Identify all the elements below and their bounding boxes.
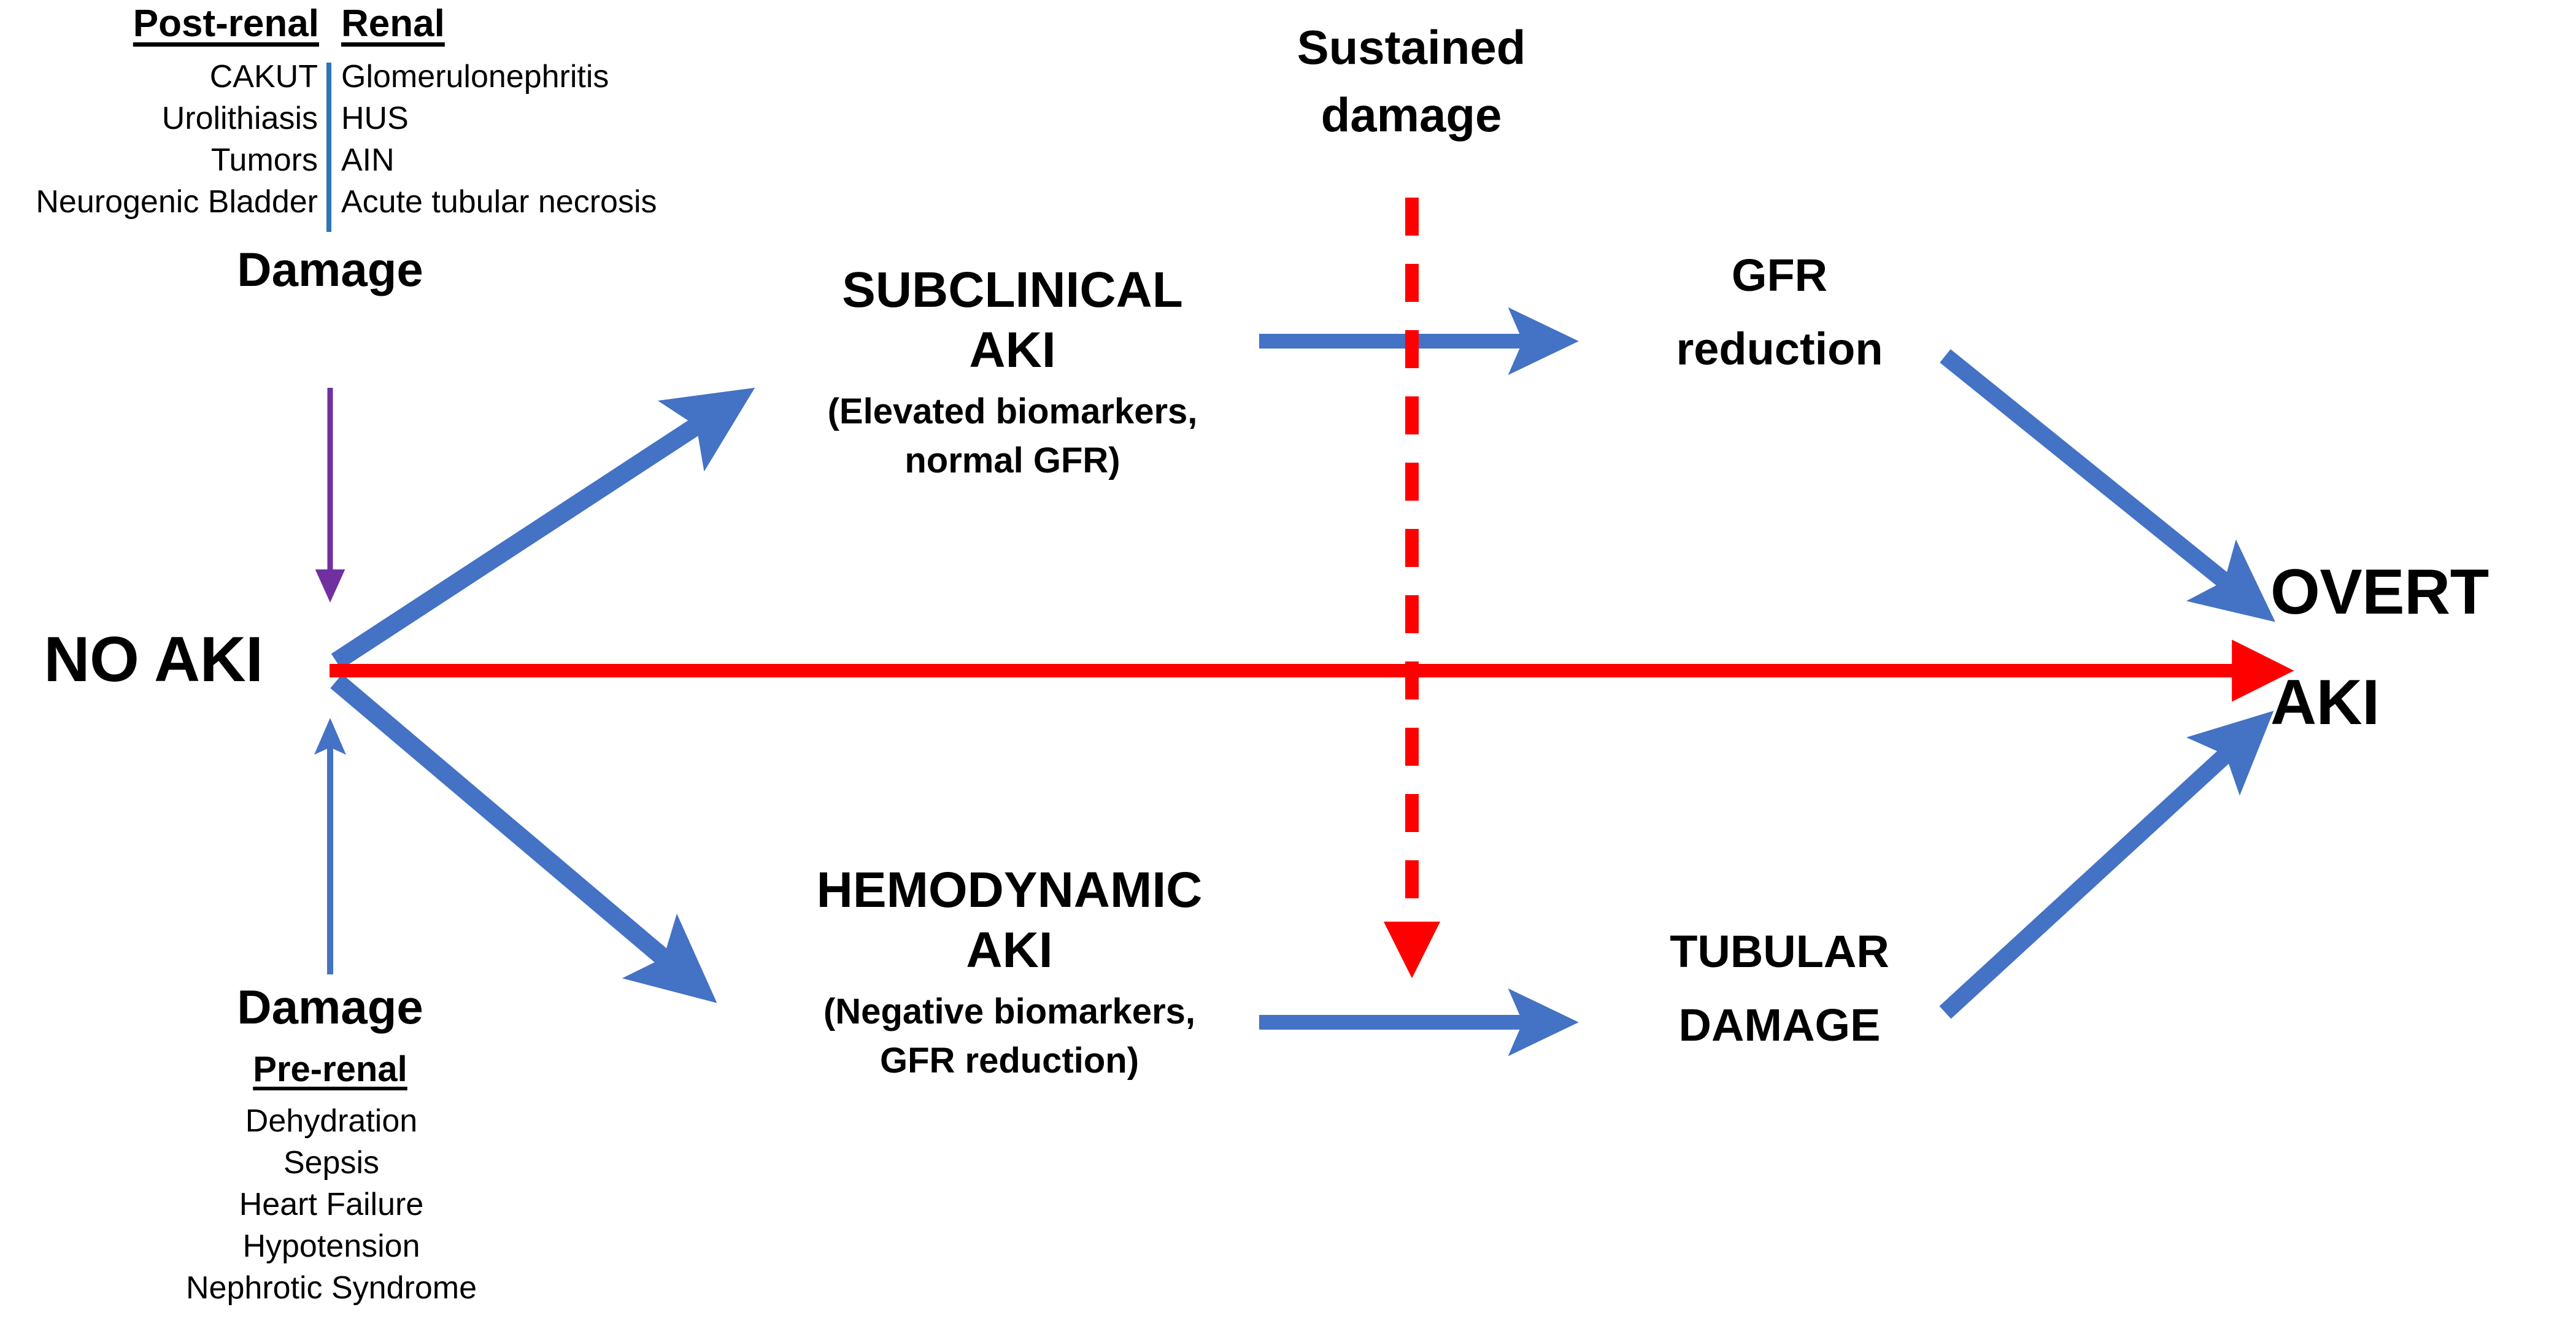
node-gfr-reduction-line2: reduction xyxy=(1676,323,1883,374)
node-subclinical-aki-line2: AKI xyxy=(969,322,1056,378)
node-no-aki: NO AKI xyxy=(44,624,263,695)
node-hemodynamic-aki-note-line1: (Negative biomarkers, xyxy=(823,992,1196,1031)
node-damage-bottom: Damage xyxy=(237,980,423,1034)
table-cell-post-renal-4: Neurogenic Bladder xyxy=(36,184,318,220)
node-tubular-damage-line2: DAMAGE xyxy=(1678,1000,1881,1050)
table-cell-post-renal-3: Tumors xyxy=(210,142,318,178)
node-damage-top: Damage xyxy=(237,242,423,296)
edge-no-aki-to-hemodynamic-aki xyxy=(330,674,717,1003)
node-hemodynamic-aki-line1: HEMODYNAMIC xyxy=(816,862,1203,918)
node-tubular-damage-line1: TUBULAR xyxy=(1670,926,1889,977)
prerenal-item-5: Nephrotic Syndrome xyxy=(186,1270,477,1306)
edge-tubular-damage-to-overt-aki xyxy=(1939,711,2274,1019)
table-cell-post-renal-1: CAKUT xyxy=(209,59,318,94)
node-hemodynamic-aki-note-line2: GFR reduction) xyxy=(879,1041,1140,1081)
edge-gfr-reduction-to-overt-aki xyxy=(1940,349,2275,622)
node-subclinical-aki-note-line2: normal GFR) xyxy=(904,441,1120,480)
node-subclinical-aki-line1: SUBCLINICAL xyxy=(842,262,1183,318)
table-cell-renal-2: HUS xyxy=(341,101,409,136)
table-header-renal: Renal xyxy=(341,2,445,45)
table-cell-renal-4: Acute tubular necrosis xyxy=(341,184,657,220)
node-subclinical-aki-note-line1: (Elevated biomarkers, xyxy=(827,391,1198,431)
table-header-post-renal: Post-renal xyxy=(133,2,319,45)
prerenal-item-1: Dehydration xyxy=(245,1103,418,1139)
node-sustained-damage-line2: damage xyxy=(1321,88,1502,142)
node-sustained-damage-line1: Sustained xyxy=(1297,20,1526,74)
node-overt-aki-line1: OVERT xyxy=(2270,557,2489,628)
node-gfr-reduction-line1: GFR xyxy=(1731,250,1828,301)
table-cell-renal-3: AIN xyxy=(341,142,395,178)
prerenal-item-3: Heart Failure xyxy=(239,1187,424,1222)
prerenal-item-2: Sepsis xyxy=(283,1145,380,1181)
node-overt-aki-line2: AKI xyxy=(2270,667,2380,738)
table-cell-post-renal-2: Urolithiasis xyxy=(161,101,318,136)
prerenal-item-4: Hypotension xyxy=(242,1228,420,1264)
node-hemodynamic-aki-line2: AKI xyxy=(966,922,1053,978)
edge-no-aki-to-subclinical-aki xyxy=(331,387,755,669)
prerenal-header: Pre-renal xyxy=(253,1049,407,1089)
table-cell-renal-1: Glomerulonephritis xyxy=(341,59,609,94)
